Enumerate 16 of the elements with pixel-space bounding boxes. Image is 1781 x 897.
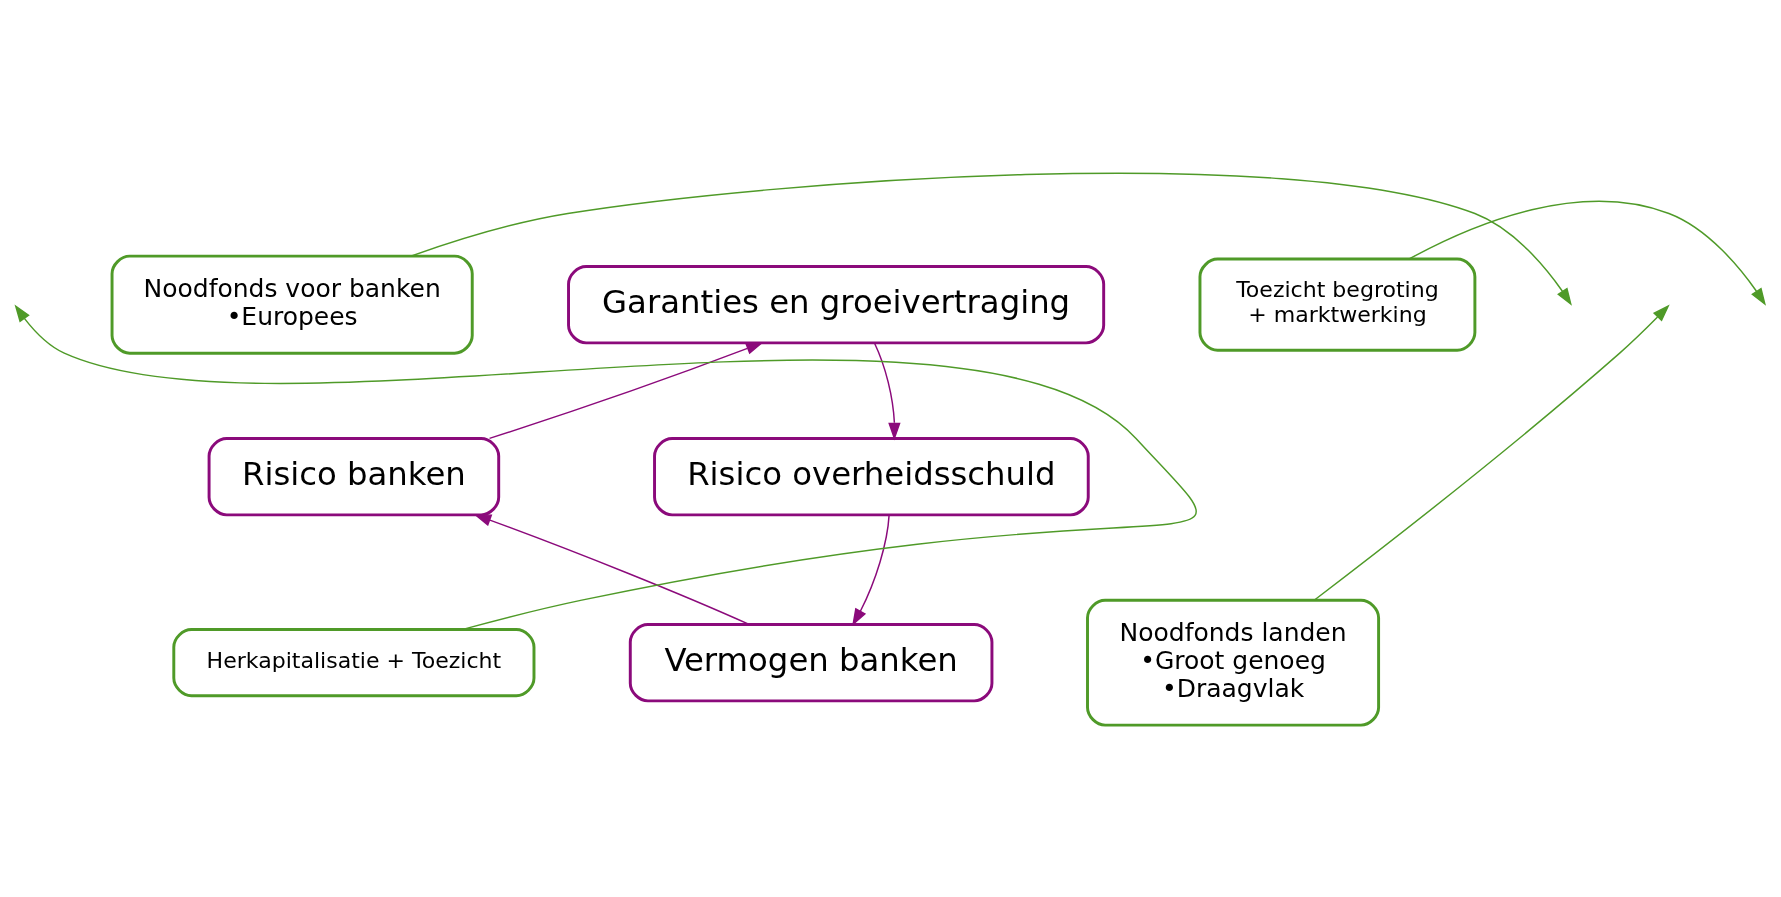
arrow xyxy=(873,342,901,440)
arrow xyxy=(410,172,1572,306)
arrow xyxy=(1408,200,1766,306)
arrow xyxy=(1313,304,1670,601)
node-box: Risico banken xyxy=(207,436,501,516)
node-box: Garanties en groeivertraging xyxy=(567,264,1106,344)
node-box: Toezicht begroting + marktwerking xyxy=(1198,257,1477,352)
arrow xyxy=(14,303,1197,630)
node-box: Herkapitalisatie + Toezicht xyxy=(172,627,536,697)
arrow xyxy=(488,341,764,439)
arrow xyxy=(852,513,890,626)
node-box: Vermogen banken xyxy=(628,622,994,702)
node-box: Noodfonds landen •Groot genoeg •Draagvlak xyxy=(1086,598,1381,727)
arrow xyxy=(473,513,750,625)
node-box: Risico overheidsschuld xyxy=(653,436,1090,516)
node-box: Noodfonds voor banken •Europees xyxy=(110,254,474,355)
